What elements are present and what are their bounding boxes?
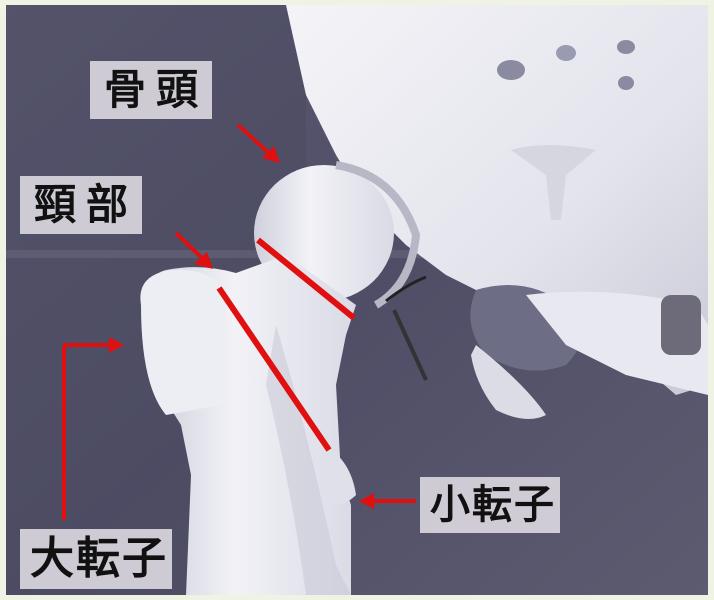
pelvis-hole-4: [618, 76, 634, 90]
label-head: 骨頭: [90, 61, 212, 119]
hip-joint-photo: 骨頭 頸部 大転子 小転子: [6, 5, 708, 595]
label-lesser-trochanter: 小転子: [420, 477, 560, 533]
pelvis-hole-2: [556, 45, 576, 61]
label-neck: 頸部: [20, 176, 142, 234]
pelvis-hole-1: [497, 60, 525, 80]
pelvis-hole-3: [617, 40, 635, 54]
pubic-joint: [661, 295, 701, 355]
label-greater-trochanter: 大転子: [20, 529, 172, 589]
